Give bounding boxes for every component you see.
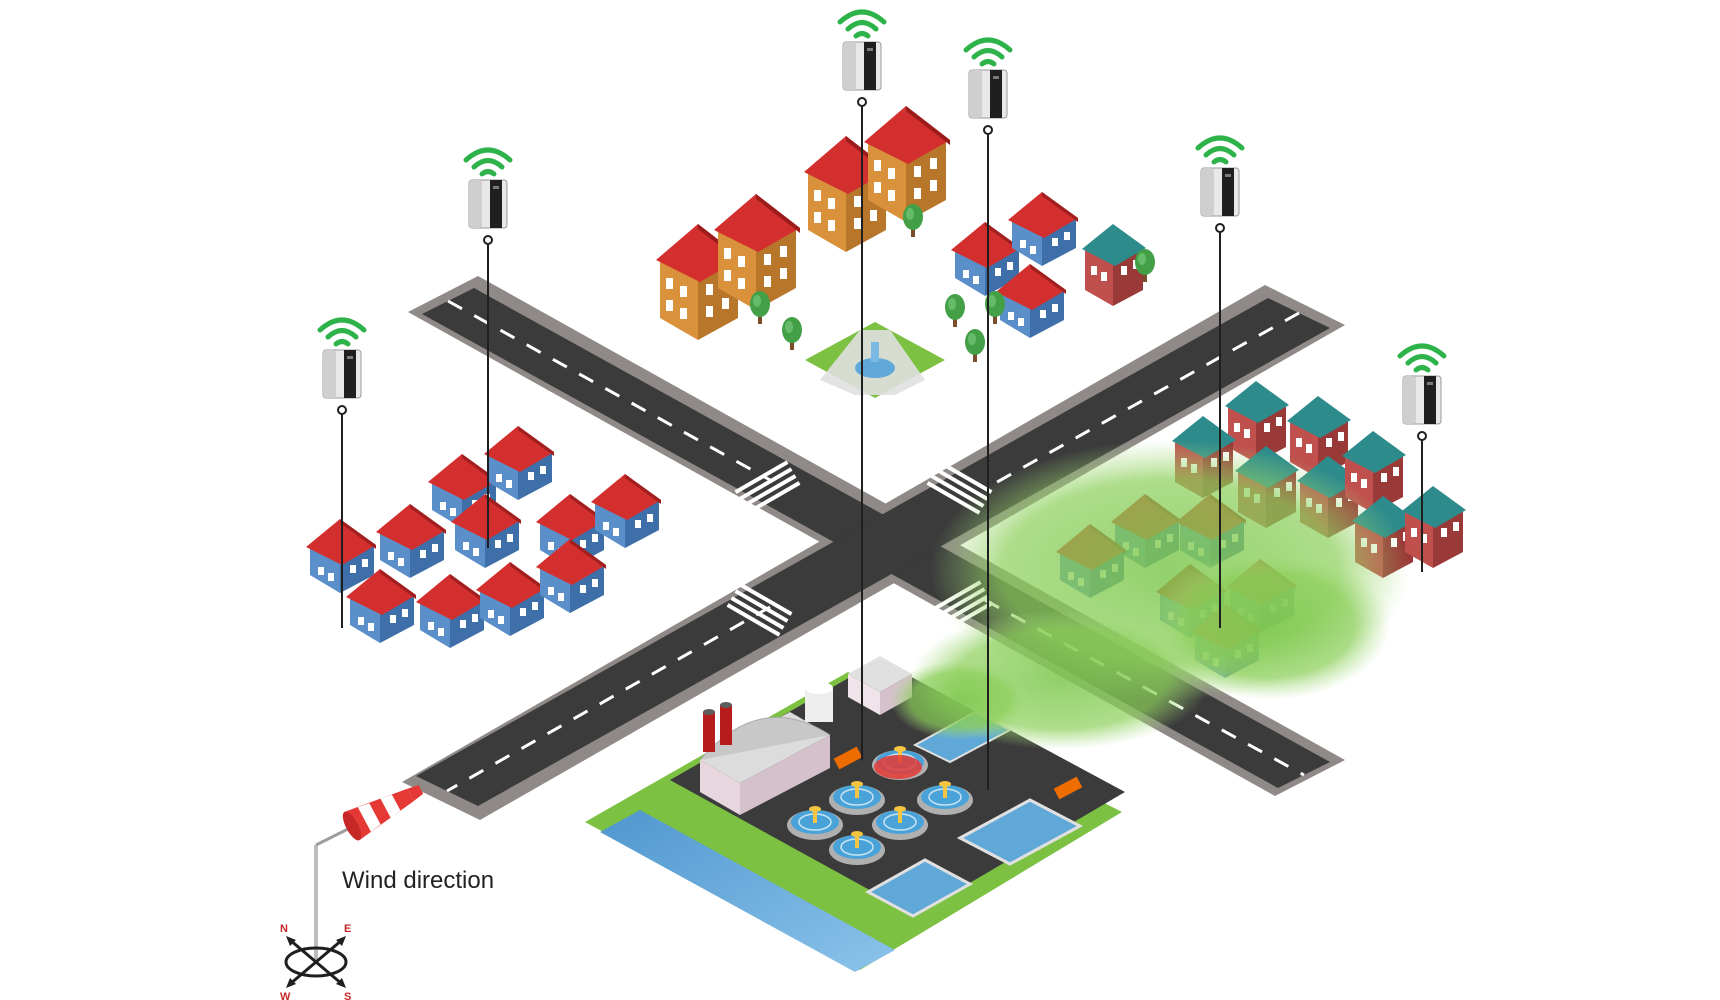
wifi-signal-icon: [320, 320, 364, 344]
fountain: [855, 358, 895, 378]
source-tank-marker: [874, 755, 922, 779]
air-sensor-icon: [1402, 375, 1442, 425]
compass-rose: N E W S: [280, 923, 351, 1000]
wifi-signal-icon: [840, 12, 884, 36]
sensor-2: [466, 150, 510, 548]
air-sensor-icon: [468, 179, 508, 229]
air-sensor-icon: [842, 41, 882, 91]
road-ne-sw: [416, 298, 1330, 806]
central-park: [782, 294, 985, 398]
settling-tanks: [786, 745, 974, 866]
air-sensor-icon: [322, 349, 362, 399]
compass-south: S: [344, 991, 351, 1000]
wifi-signal-icon: [1198, 138, 1242, 162]
wifi-signal-icon: [1400, 346, 1444, 370]
sensor-5: [1198, 138, 1242, 628]
plant-building: [699, 682, 833, 815]
river: [600, 810, 895, 972]
compass-east: E: [344, 923, 351, 935]
sensor-4: [966, 40, 1010, 790]
sensor-1: [320, 320, 364, 628]
sensor-network: [320, 12, 1444, 790]
west-neighborhood: [306, 426, 661, 648]
windsock-icon: [342, 784, 424, 841]
compass-north: N: [280, 923, 288, 935]
windsock: Wind direction: [314, 784, 494, 962]
wifi-signal-icon: [966, 40, 1010, 64]
air-sensor-icon: [968, 69, 1008, 119]
wind-direction-label: Wind direction: [342, 867, 494, 894]
compass-west: W: [280, 991, 291, 1000]
sensor-3: [840, 12, 884, 760]
trucks: [833, 746, 1083, 800]
air-sensor-icon: [1200, 167, 1240, 217]
north-neighborhood: [656, 106, 1155, 340]
sensor-6: [1400, 346, 1444, 572]
wifi-signal-icon: [466, 150, 510, 174]
odor-plume: [890, 440, 1410, 750]
